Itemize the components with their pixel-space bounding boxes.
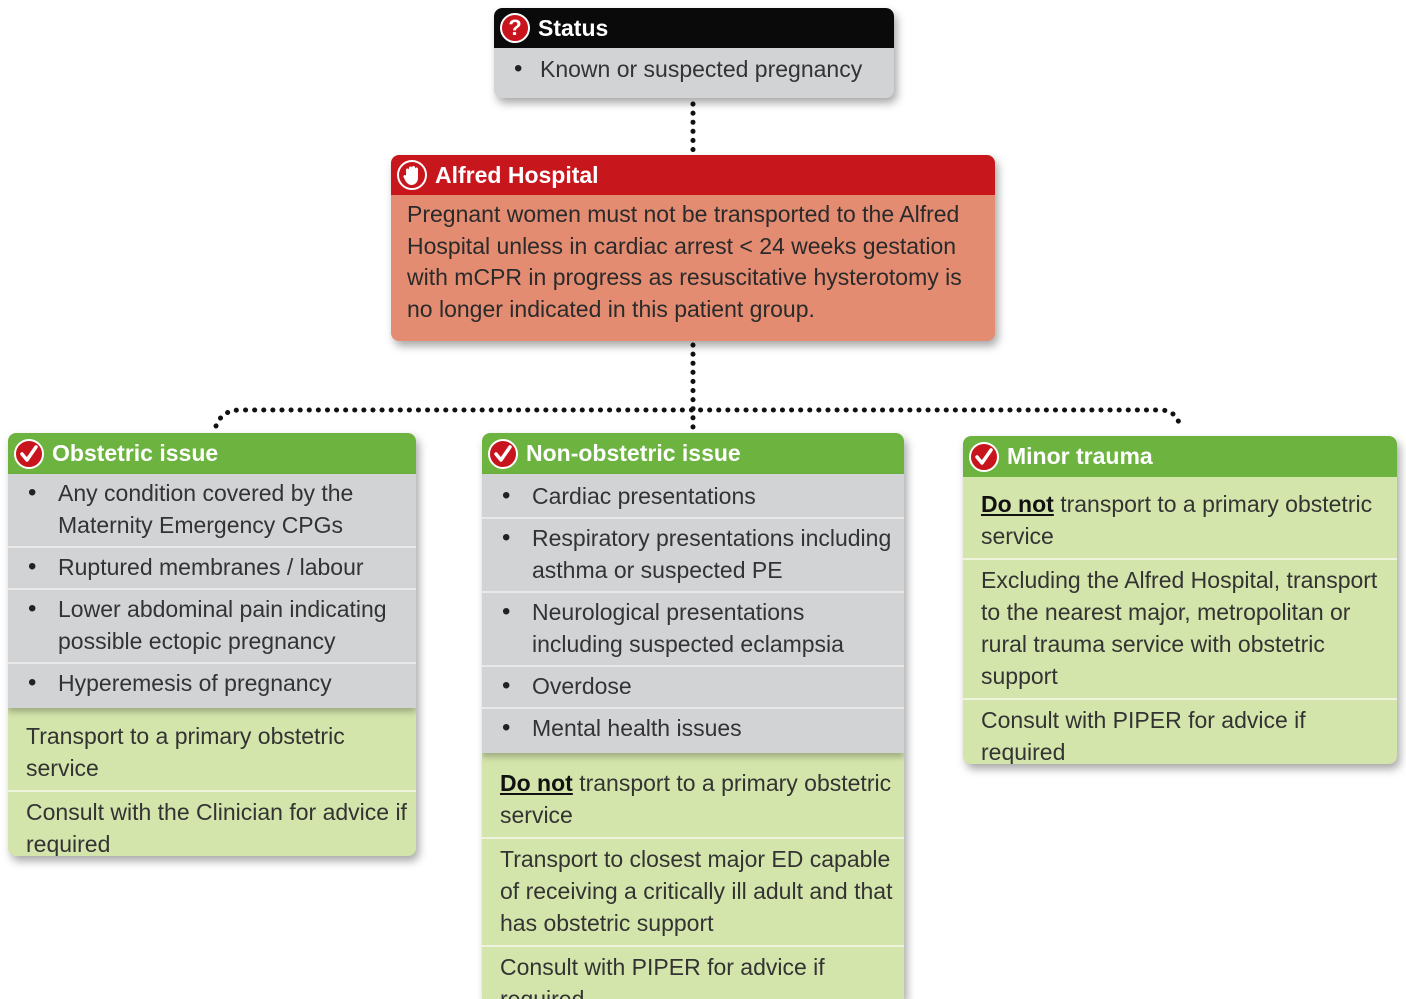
alfred-header: Alfred Hospital xyxy=(391,155,995,195)
connector-branch-horizontal xyxy=(213,407,1183,429)
list-item: Any condition covered by the Maternity E… xyxy=(8,474,416,548)
non-obstetric-action-do-not: Do not transport to a primary obstetric … xyxy=(482,763,904,839)
do-not-emphasis: Do not xyxy=(500,770,573,796)
minor-trauma-header: Minor trauma xyxy=(963,436,1397,477)
obstetric-title: Obstetric issue xyxy=(52,440,219,466)
minor-trauma-action-consult: Consult with PIPER for advice if require… xyxy=(981,707,1306,764)
status-list: Known or suspected pregnancy xyxy=(494,48,894,90)
alfred-title: Alfred Hospital xyxy=(435,161,599,188)
check-icon xyxy=(14,438,44,469)
list-item: Ruptured membranes / labour xyxy=(8,548,416,590)
obstetric-action-consult: Consult with the Clinician for advice if… xyxy=(26,799,407,856)
stop-hand-icon xyxy=(397,160,427,190)
check-icon xyxy=(969,441,999,472)
non-obstetric-action-consult: Consult with PIPER for advice if require… xyxy=(500,954,825,999)
status-box: ? Status Known or suspected pregnancy xyxy=(494,8,894,98)
alfred-text: Pregnant women must not be transported t… xyxy=(407,201,962,322)
do-not-rest: transport to a primary obstetric service xyxy=(500,770,892,828)
minor-trauma-box: Minor trauma Do not transport to a prima… xyxy=(963,436,1397,764)
list-item: Lower abdominal pain indicating possible… xyxy=(8,590,416,664)
minor-trauma-actions: Do not transport to a primary obstetric … xyxy=(963,477,1397,764)
list-item: Mental health issues xyxy=(482,709,904,749)
obstetric-conditions-list: Any condition covered by the Maternity E… xyxy=(8,474,416,708)
alfred-hospital-box: Alfred Hospital Pregnant women must not … xyxy=(391,155,995,341)
non-obstetric-conditions-list: Cardiac presentations Respiratory presen… xyxy=(482,474,904,753)
non-obstetric-action-transport: Transport to closest major ED capable of… xyxy=(482,839,904,947)
list-item: Cardiac presentations xyxy=(482,477,904,519)
do-not-rest: transport to a primary obstetric service xyxy=(981,491,1373,549)
list-item: Respiratory presentations including asth… xyxy=(482,519,904,593)
obstetric-actions: Transport to a primary obstetric service… xyxy=(8,708,416,856)
obstetric-action-transport: Transport to a primary obstetric service xyxy=(8,716,416,792)
obstetric-header: Obstetric issue xyxy=(8,433,416,474)
list-item: Neurological presentations including sus… xyxy=(482,593,904,667)
obstetric-issue-box: Obstetric issue Any condition covered by… xyxy=(8,433,416,856)
non-obstetric-title: Non-obstetric issue xyxy=(526,440,741,466)
non-obstetric-issue-box: Non-obstetric issue Cardiac presentation… xyxy=(482,433,904,999)
question-icon: ? xyxy=(500,13,530,43)
status-header: ? Status xyxy=(494,8,894,48)
status-title: Status xyxy=(538,14,609,41)
minor-trauma-title: Minor trauma xyxy=(1007,443,1153,469)
list-item: Known or suspected pregnancy xyxy=(494,50,894,90)
non-obstetric-header: Non-obstetric issue xyxy=(482,433,904,474)
non-obstetric-actions: Do not transport to a primary obstetric … xyxy=(482,753,904,999)
minor-trauma-action-do-not: Do not transport to a primary obstetric … xyxy=(963,484,1397,560)
minor-trauma-action-transport: Excluding the Alfred Hospital, transport… xyxy=(963,560,1397,700)
list-item: Hyperemesis of pregnancy xyxy=(8,664,416,704)
check-icon xyxy=(488,438,518,469)
do-not-emphasis: Do not xyxy=(981,491,1054,517)
list-item: Overdose xyxy=(482,667,904,709)
